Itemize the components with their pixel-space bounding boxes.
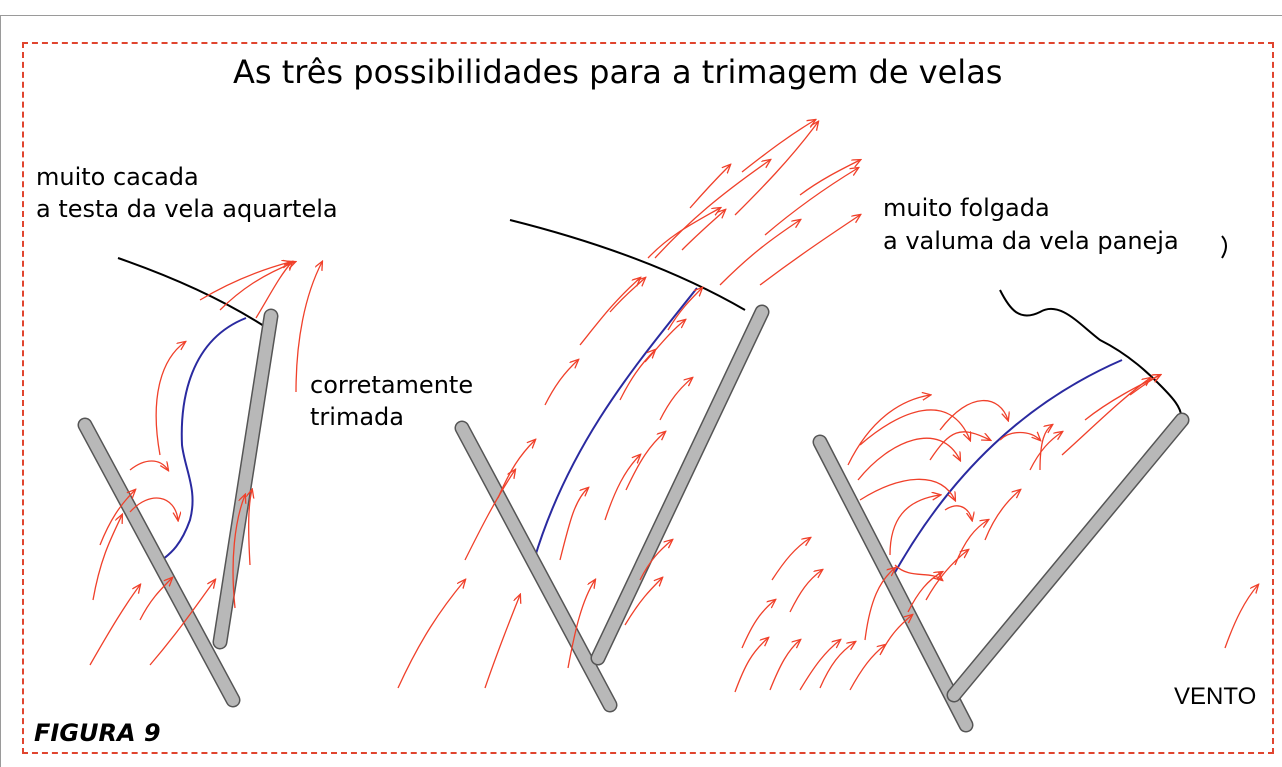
left-caption-line1: muito cacada [36, 163, 199, 191]
mast-pole [590, 304, 770, 666]
jib-stay-pole [812, 434, 974, 733]
panel-left-drawing [77, 257, 322, 708]
bracket-mark [1221, 235, 1227, 259]
figure-label: FIGURA 9 [34, 719, 161, 747]
figure-frame [22, 42, 1274, 754]
airflow-arrows [734, 375, 1160, 693]
sail-curve [887, 359, 1123, 586]
mast-pole [946, 412, 1190, 703]
airflow-arrows [89, 262, 322, 666]
panel-middle-drawing [397, 120, 860, 713]
jib-stay-pole [454, 420, 618, 713]
sail-leech-line [117, 257, 271, 331]
middle-caption-line2: trimada [310, 403, 404, 431]
right-caption-line1: muito folgada [883, 194, 1050, 222]
mast-pole [212, 308, 279, 650]
sail-leech-line [999, 289, 1182, 421]
left-caption-line2: a testa da vela aquartela [36, 195, 338, 223]
jib-stay-pole [77, 417, 241, 708]
diagram-title: As três possibilidades para a trimagem d… [233, 53, 1003, 91]
middle-caption-line1: corretamente [310, 371, 474, 399]
panel-right-drawing [734, 235, 1227, 733]
right-caption-line2: a valuma da vela paneja [883, 227, 1179, 255]
airflow-arrows [397, 120, 860, 689]
top-rule [0, 15, 1282, 16]
sail-curve [161, 317, 247, 561]
sail-curve [533, 287, 698, 561]
wind-label: VENTO [1174, 683, 1257, 710]
left-rule [0, 15, 1, 767]
sail-leech-line [509, 219, 746, 311]
wind-indicator-arrow [1224, 585, 1258, 649]
